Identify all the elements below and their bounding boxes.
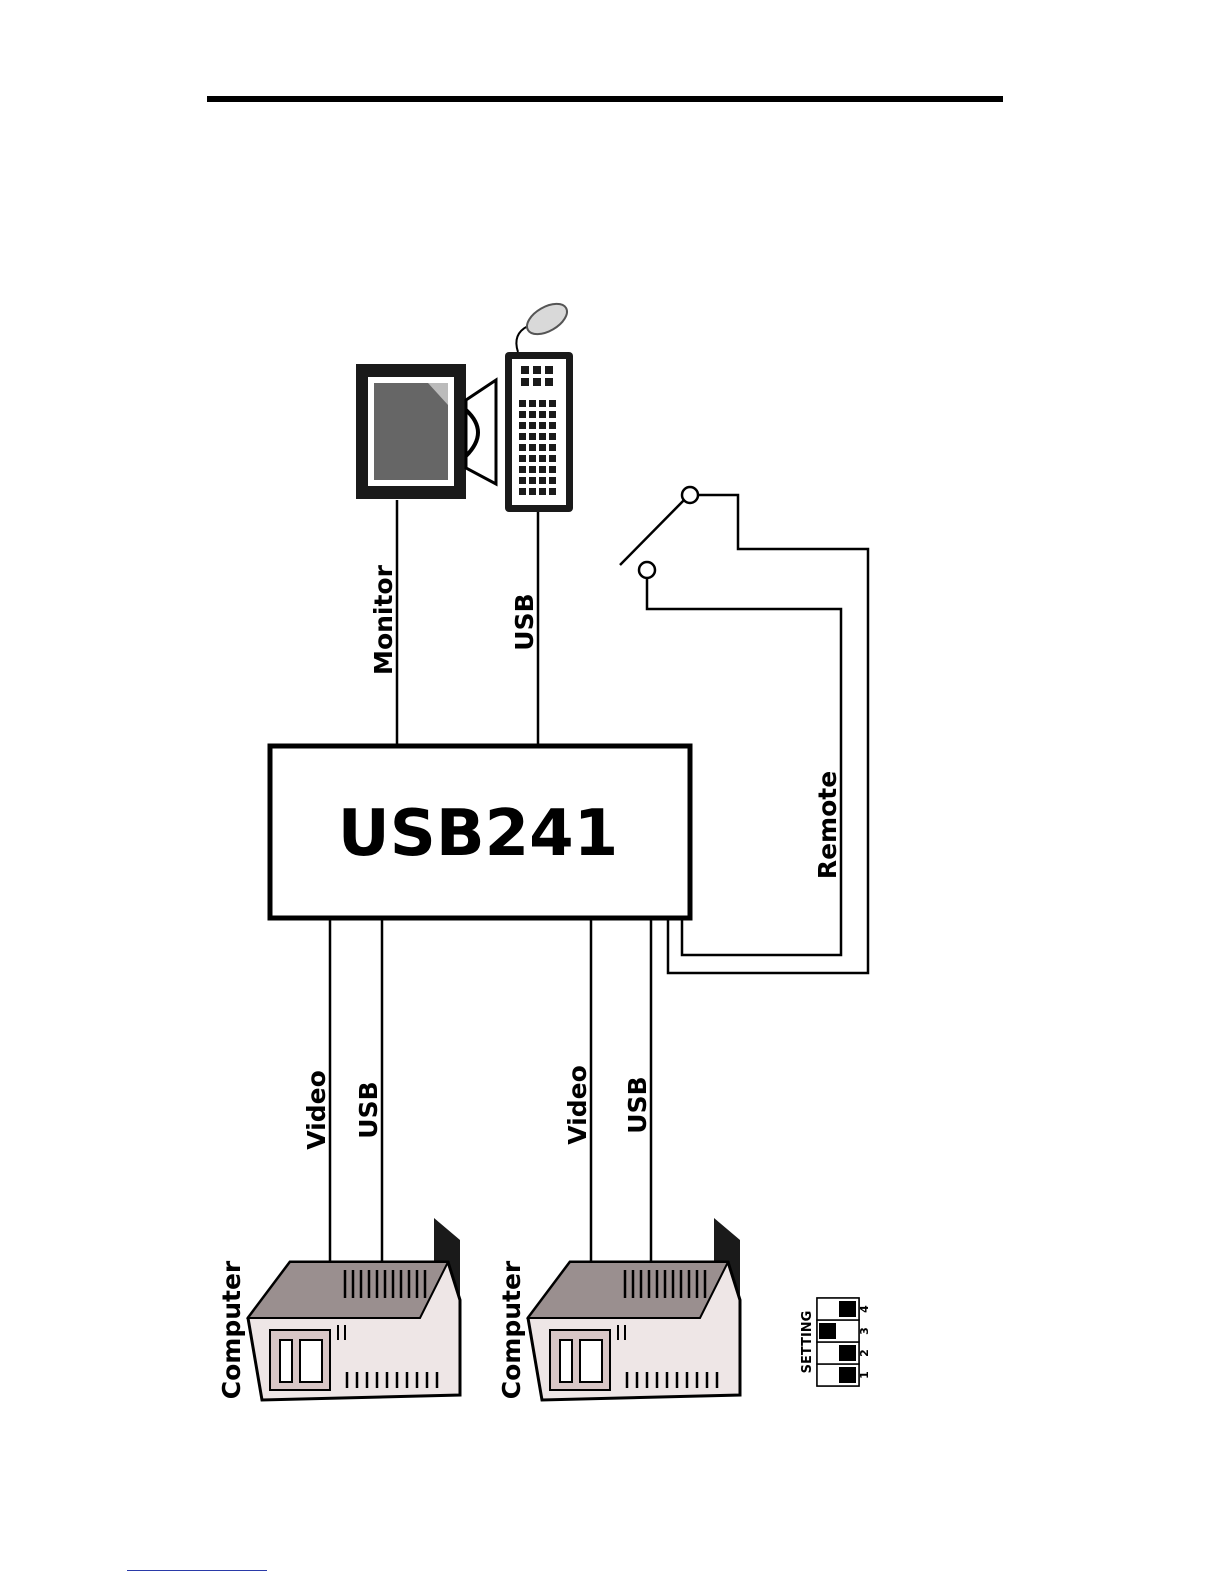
dip-switch-number-2: 2	[858, 1349, 871, 1357]
video-label-1: Video	[302, 1070, 331, 1150]
monitor-icon	[356, 364, 496, 499]
remote-cable-outer	[668, 495, 868, 973]
keyboard-icon	[505, 352, 573, 512]
computer-label-2: Computer	[497, 1260, 526, 1399]
setting-dip-switch: 1 2 3 4	[817, 1298, 871, 1386]
computer-2-icon	[528, 1218, 740, 1400]
dip-switch-number-4: 4	[858, 1305, 871, 1313]
remote-label: Remote	[813, 771, 842, 879]
footer-underline	[127, 1570, 267, 1571]
video-label-2: Video	[563, 1065, 592, 1145]
dip-switch-number-1: 1	[858, 1371, 871, 1379]
dip-switch-knob-3	[819, 1323, 836, 1339]
top-rule	[207, 96, 1003, 102]
usb241-title: USB241	[338, 797, 618, 871]
dip-switch-knob-1	[839, 1367, 856, 1383]
setting-label: SETTING	[800, 1311, 815, 1374]
dip-switch-number-3: 3	[858, 1327, 871, 1335]
usb-label-1: USB	[354, 1081, 383, 1138]
usb-console-label: USB	[510, 593, 539, 650]
computer-1-icon	[248, 1218, 460, 1400]
usb-label-2: USB	[623, 1076, 652, 1133]
computer-label-1: Computer	[217, 1260, 246, 1399]
dip-switch-knob-4	[839, 1301, 856, 1317]
monitor-label: Monitor	[369, 564, 398, 675]
remote-switch-icon	[620, 487, 698, 578]
dip-switch-knob-2	[839, 1345, 856, 1361]
mouse-icon	[516, 298, 572, 352]
